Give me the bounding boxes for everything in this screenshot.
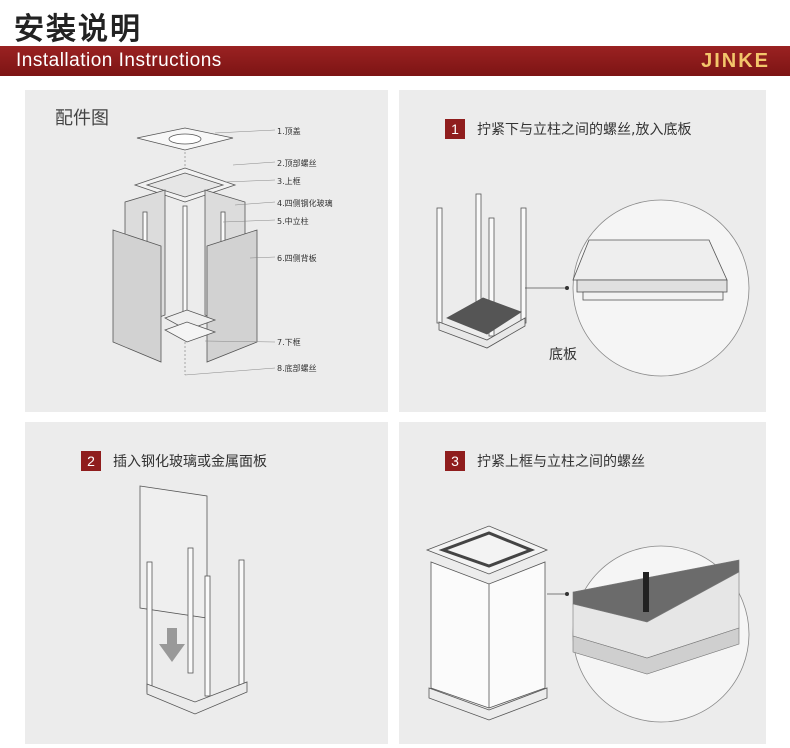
part-label-top-screw: 2.顶部螺丝 bbox=[277, 159, 317, 168]
banner-subtitle: Installation Instructions bbox=[16, 50, 222, 71]
part-label-top-cover: 1.顶盖 bbox=[277, 127, 301, 136]
step-2-number: 2 bbox=[81, 451, 101, 471]
step-3-text: 拧紧上框与立柱之间的螺丝 bbox=[477, 454, 645, 470]
brand-logo: JINKE bbox=[701, 50, 770, 72]
step-2-panel: 2 插入钢化玻璃或金属面板 bbox=[25, 422, 388, 744]
part-label-glass: 4.四侧钢化玻璃 bbox=[277, 199, 333, 208]
step-1-text: 拧紧下与立柱之间的螺丝,放入底板 bbox=[477, 122, 692, 138]
step-1-diagram bbox=[436, 193, 750, 377]
step-2-text: 插入钢化玻璃或金属面板 bbox=[113, 454, 267, 470]
step-2-diagram bbox=[139, 485, 248, 715]
step-2-heading: 2 插入钢化玻璃或金属面板 bbox=[81, 450, 267, 472]
step-1-number: 1 bbox=[445, 119, 465, 139]
part-label-upper-frame: 3.上框 bbox=[277, 177, 301, 186]
step-1-heading: 1 拧紧下与立柱之间的螺丝,放入底板 bbox=[445, 118, 691, 140]
parts-title: 配件图 bbox=[55, 108, 109, 129]
part-label-bottom-screw: 8.底部螺丝 bbox=[277, 364, 317, 373]
step-3-diagram bbox=[425, 525, 750, 723]
parts-panel: 配件图 bbox=[25, 90, 388, 412]
header-banner: Installation Instructions JINKE bbox=[0, 46, 790, 76]
part-label-back-panel: 6.四侧背板 bbox=[277, 254, 317, 263]
step-1-panel: 1 拧紧下与立柱之间的螺丝,放入底板 底板 bbox=[399, 90, 766, 412]
step-3-panel: 3 拧紧上框与立柱之间的螺丝 bbox=[399, 422, 766, 744]
part-label-post: 5.中立柱 bbox=[277, 217, 309, 226]
step-3-heading: 3 拧紧上框与立柱之间的螺丝 bbox=[445, 450, 645, 472]
exploded-view-diagram bbox=[112, 127, 276, 376]
page-title: 安装说明 bbox=[14, 12, 142, 47]
bottom-plate-callout: 底板 bbox=[549, 347, 577, 363]
step-3-number: 3 bbox=[445, 451, 465, 471]
part-label-lower-frame: 7.下框 bbox=[277, 338, 301, 347]
